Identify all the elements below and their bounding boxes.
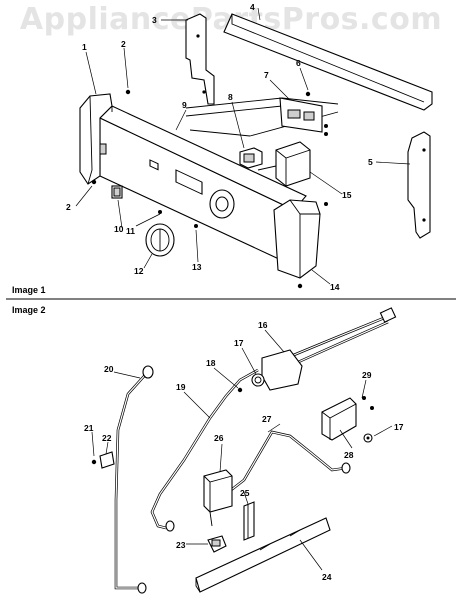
callout-25: 25: [240, 488, 250, 498]
part-5-bracket: [407, 131, 431, 239]
callout-8: 8: [228, 92, 233, 102]
part-27-tube: [225, 430, 351, 496]
part-7-clock-module: [279, 97, 323, 133]
part-20-tube: [114, 365, 154, 594]
callout-18: 18: [206, 358, 216, 368]
part-9-control-panel: [99, 105, 307, 267]
callout-29: 29: [362, 370, 372, 380]
part-8-switch: [239, 147, 263, 169]
part-15-oven-control: [257, 141, 311, 187]
callouts-image-1: 1 2 3 4 5 6 7 8 9 2 10 11 12 13 14 15: [66, 2, 373, 292]
image-1-diagram: 1 2 3 4 5 6 7 8 9 2 10 11 12 13 14 15: [66, 2, 433, 292]
part-22-clip: [99, 451, 115, 469]
callout-5: 5: [368, 157, 373, 167]
leader-lines-image-2: [91, 329, 393, 571]
callout-16: 16: [258, 320, 268, 330]
part-1-left-end-cap: [79, 93, 113, 185]
part-16-wire-harness: [261, 307, 397, 391]
callout-14: 14: [330, 282, 340, 292]
image-1-label: Image 1: [12, 285, 46, 295]
part-10-rocker-switch: [111, 185, 123, 199]
callout-23: 23: [176, 540, 186, 550]
part-3-bracket: [185, 13, 215, 105]
callout-20: 20: [104, 364, 114, 374]
callout-7: 7: [264, 70, 269, 80]
screws-image-2: [91, 387, 374, 465]
part-24-bracket-plate: [195, 517, 331, 593]
callout-2b: 2: [66, 202, 71, 212]
callout-26: 26: [214, 433, 224, 443]
callout-2: 2: [121, 39, 126, 49]
callout-11: 11: [126, 226, 135, 236]
callout-17a: 17: [234, 338, 244, 348]
callout-6: 6: [296, 58, 301, 68]
part-14-right-end-cap: [273, 199, 321, 279]
leader-lines-image-1: [75, 7, 411, 285]
callout-19: 19: [176, 382, 186, 392]
callout-12: 12: [134, 266, 144, 276]
callout-22: 22: [102, 433, 112, 443]
part-26-valve: [203, 469, 233, 527]
callout-3: 3: [152, 15, 157, 25]
image-2-label: Image 2: [12, 305, 46, 315]
callout-27: 27: [262, 414, 272, 424]
part-12-knob: [145, 223, 175, 257]
callout-15: 15: [342, 190, 352, 200]
callout-28: 28: [344, 450, 354, 460]
screws-image-1: [91, 89, 328, 289]
callout-1: 1: [82, 42, 87, 52]
callout-4: 4: [250, 2, 255, 12]
callout-21: 21: [84, 423, 94, 433]
callout-24: 24: [322, 572, 332, 582]
part-25-bracket: [243, 501, 255, 541]
part-28-mounting-bracket: [321, 397, 357, 441]
callout-9: 9: [182, 100, 187, 110]
callout-13: 13: [192, 262, 202, 272]
callout-17b: 17: [394, 422, 404, 432]
part-23-spark-module: [207, 535, 227, 553]
callout-10: 10: [114, 224, 124, 234]
callouts-image-2: 16 17 18 19 20 21 22 26 25 23 24 27 28 2…: [84, 320, 404, 582]
part-4-top-rail: [223, 13, 433, 111]
image-2-diagram: 16 17 18 19 20 21 22 26 25 23 24 27 28 2…: [84, 307, 404, 594]
